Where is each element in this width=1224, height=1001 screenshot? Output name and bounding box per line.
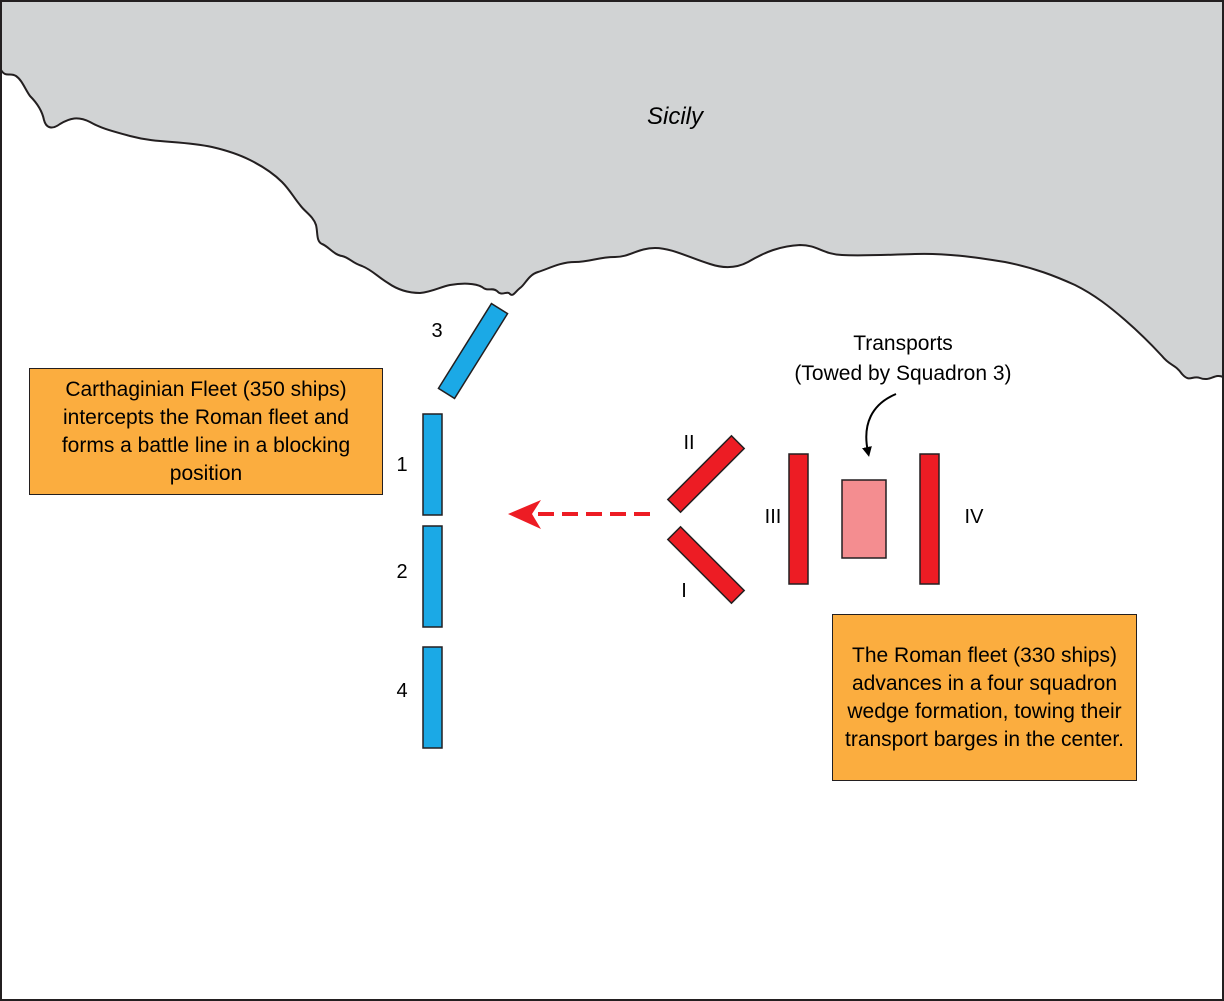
- roman-squadron-2-label: II: [683, 432, 694, 454]
- roman-fleet: II I III IV: [666, 432, 985, 605]
- transports-subtitle: (Towed by Squadron 3): [794, 362, 1011, 385]
- carthaginian-fleet-note: Carthaginian Fleet (350 ships) intercept…: [29, 368, 383, 495]
- carthaginian-squadron-1: [422, 413, 443, 516]
- carthaginian-fleet: 3 1 2 4: [396, 302, 509, 749]
- carthaginian-squadron-4: [422, 646, 443, 749]
- carthaginian-squadron-4-label: 4: [396, 680, 407, 702]
- roman-squadron-1-label: I: [681, 580, 687, 602]
- roman-squadron-3-label: III: [765, 506, 782, 528]
- advance-arrow-head: [508, 500, 541, 529]
- roman-squadron-3: [788, 453, 809, 585]
- roman-squadron-1: [666, 525, 746, 605]
- roman-squadron-4-label: IV: [965, 506, 985, 528]
- carthaginian-squadron-1-label: 1: [396, 454, 407, 476]
- carthaginian-squadron-3-label: 3: [431, 320, 442, 342]
- carthaginian-squadron-2-label: 2: [396, 561, 407, 583]
- transports-pointer-arrow: [862, 393, 897, 457]
- roman-squadron-2: [666, 434, 746, 514]
- transports-title: Transports: [853, 332, 953, 355]
- sicily-label: Sicily: [647, 103, 705, 130]
- roman-transports: [841, 479, 887, 559]
- roman-fleet-note: The Roman fleet (330 ships) advances in …: [832, 614, 1137, 781]
- carthaginian-squadron-2: [422, 525, 443, 628]
- roman-squadron-4: [919, 453, 940, 585]
- sicily-landmass: [0, 0, 1224, 380]
- roman-advance-arrow: [508, 500, 650, 529]
- carthaginian-squadron-3: [437, 302, 509, 400]
